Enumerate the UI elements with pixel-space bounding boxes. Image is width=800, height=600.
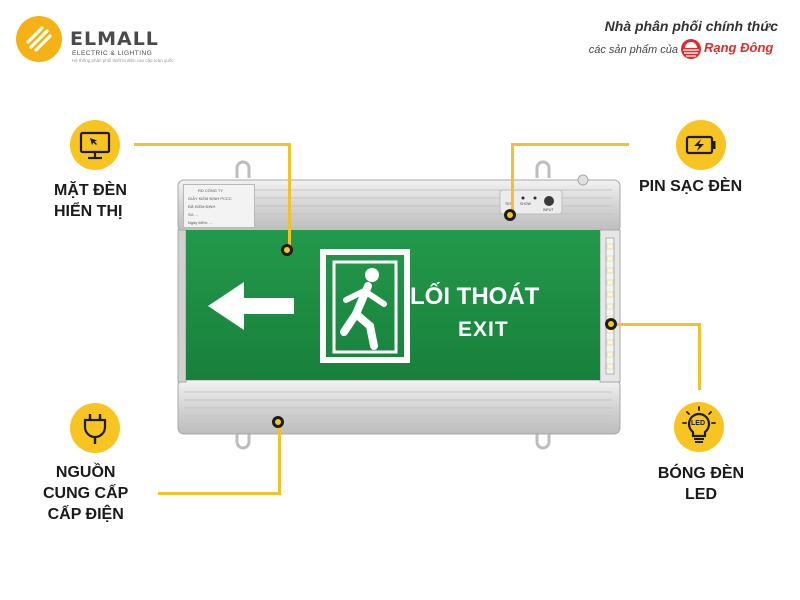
battery-callout-icon bbox=[676, 120, 726, 170]
battery-callout-line1: PIN SẠC ĐÈN bbox=[639, 178, 743, 195]
sticker-line3: Số: ... bbox=[188, 212, 199, 217]
switch-label-show: SHOW bbox=[520, 202, 531, 206]
sign-text-exit-vn: LỐI THOÁT bbox=[410, 283, 540, 310]
brand-logo: ELMALL ELECTRIC & LIGHTING Hệ thống phân… bbox=[14, 14, 184, 64]
switch-label-input: INPUT bbox=[543, 208, 554, 212]
switch-label-test: TEST bbox=[505, 202, 514, 206]
power-callout-label: NGUỒN CUNG CẤP CẤP ĐIỆN bbox=[43, 462, 128, 525]
led-callout-line2: LED bbox=[685, 486, 717, 503]
callout-dot-power bbox=[272, 416, 284, 428]
led-callout-icon: LED bbox=[674, 402, 724, 452]
battery-switch bbox=[499, 189, 563, 215]
distributor-title: Nhà phân phối chính thức bbox=[604, 18, 778, 34]
power-callout-line2: CUNG CẤP bbox=[43, 485, 129, 502]
display-callout-line1: MẶT ĐÈN bbox=[54, 182, 127, 199]
running-man-icon bbox=[320, 249, 410, 363]
leader-battery-h bbox=[511, 143, 629, 146]
leader-led-v bbox=[698, 323, 701, 390]
sticker-line2: ĐÃ KIỂM ĐỊNH bbox=[188, 204, 216, 209]
sign-text-exit-en: EXIT bbox=[458, 318, 509, 341]
led-callout-label: BÓNG ĐÈN LED bbox=[646, 463, 756, 505]
housing-bottom bbox=[177, 379, 621, 435]
brand-mark-icon bbox=[16, 16, 62, 62]
callout-dot-battery bbox=[504, 209, 516, 221]
led-icon-text: LED bbox=[691, 420, 705, 427]
left-arrow-icon bbox=[208, 282, 294, 330]
certification-sticker: RD CÔNG TY GIẤY KIỂM ĐỊNH PCCC ĐÃ KIỂM Đ… bbox=[183, 184, 255, 228]
partner-name: Rạng Đông bbox=[704, 40, 774, 55]
partner-sun-icon bbox=[681, 39, 701, 59]
display-callout-line2: HIỂN THỊ bbox=[54, 203, 123, 220]
sticker-line1: GIẤY KIỂM ĐỊNH PCCC bbox=[188, 196, 232, 201]
battery-callout-label: PIN SẠC ĐÈN bbox=[639, 176, 742, 197]
distributor-subtitle: các sản phẩm của bbox=[588, 44, 678, 56]
power-callout-line3: CẤP ĐIỆN bbox=[47, 506, 124, 523]
callout-dot-display bbox=[281, 244, 293, 256]
display-callout-icon bbox=[70, 120, 120, 170]
leader-battery-v bbox=[511, 143, 514, 215]
leader-display-v bbox=[288, 143, 291, 251]
power-callout-icon bbox=[70, 403, 120, 453]
led-callout-line1: BÓNG ĐÈN bbox=[657, 465, 745, 482]
power-callout-line1: NGUỒN bbox=[55, 464, 116, 481]
sticker-company: RD CÔNG TY bbox=[198, 188, 224, 193]
sticker-line4: Ngày kiểm: ... bbox=[188, 220, 213, 225]
brand-name: ELMALL bbox=[70, 28, 159, 50]
callout-dot-led bbox=[605, 318, 617, 330]
power-plug-icon bbox=[83, 414, 107, 444]
mounting-hooks bbox=[235, 160, 551, 450]
leader-power-v bbox=[278, 422, 281, 495]
leader-display-h bbox=[134, 143, 290, 146]
brand-tagline: Hệ thống phân phối thiết bị điện cao cấp… bbox=[72, 58, 174, 63]
leader-power-h bbox=[158, 492, 281, 495]
leader-led-h bbox=[614, 323, 701, 326]
brand-subtitle: ELECTRIC & LIGHTING bbox=[72, 50, 153, 57]
display-callout-label: MẶT ĐÈN HIỂN THỊ bbox=[54, 180, 127, 222]
battery-charging-icon bbox=[685, 135, 716, 155]
led-bulb-icon bbox=[682, 406, 716, 443]
monitor-icon bbox=[79, 131, 111, 160]
partner-logo: Rạng Đông bbox=[680, 38, 780, 60]
